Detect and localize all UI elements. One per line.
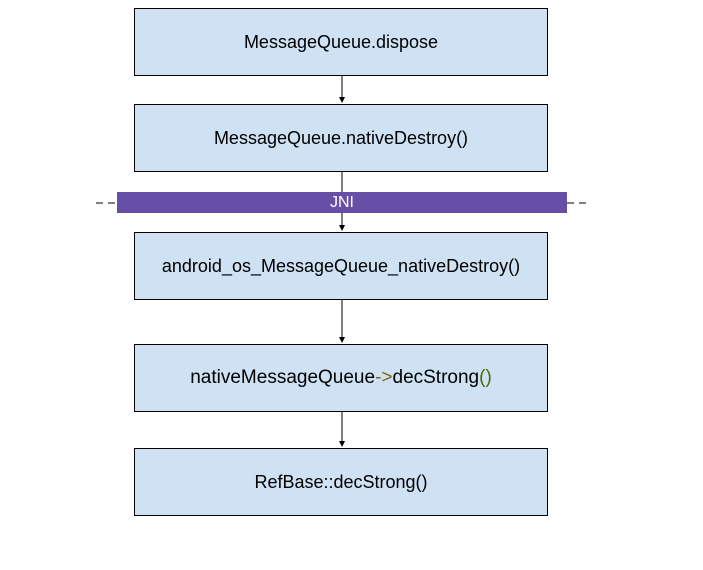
node-refbase-decstrong: RefBase::decStrong() (134, 448, 548, 516)
node-label: android_os_MessageQueue_nativeDestroy() (161, 255, 521, 276)
node-label: MessageQueue.nativeDestroy() (213, 127, 469, 148)
jni-label: JNI (330, 193, 354, 211)
node-label-object: nativeMessageQueue (190, 367, 376, 388)
node-android-os-messagequeue-nativedestroy: android_os_MessageQueue_nativeDestroy() (134, 232, 548, 300)
node-label-method: decStrong (392, 367, 480, 388)
node-label: MessageQueue.dispose (243, 31, 439, 52)
node-messagequeue-dispose: MessageQueue.dispose (134, 8, 548, 76)
node-label-parens: () (479, 367, 492, 388)
node-messagequeue-nativedestroy: MessageQueue.nativeDestroy() (134, 104, 548, 172)
jni-boundary-band: JNI (117, 192, 567, 213)
node-label-arrow-operator: -> (375, 367, 393, 388)
node-label: RefBase::decStrong() (254, 471, 428, 492)
node-nativemessagequeue-decstrong: nativeMessageQueue->decStrong() (134, 344, 548, 412)
